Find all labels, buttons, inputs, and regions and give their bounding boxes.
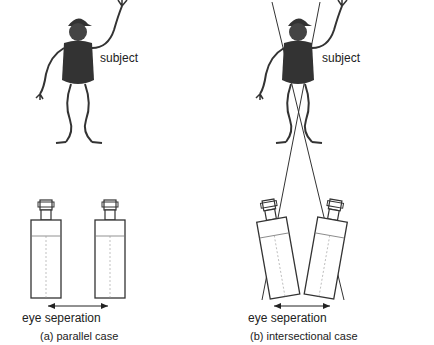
subject-label: subject (100, 52, 138, 65)
eye-separation-label: eye seperation (248, 312, 327, 325)
eye-separation-label: eye seperation (22, 312, 101, 325)
panel-caption: (a) parallel case (40, 330, 118, 342)
panel-caption: (b) intersectional case (250, 330, 358, 342)
subject-label: subject (322, 52, 360, 65)
